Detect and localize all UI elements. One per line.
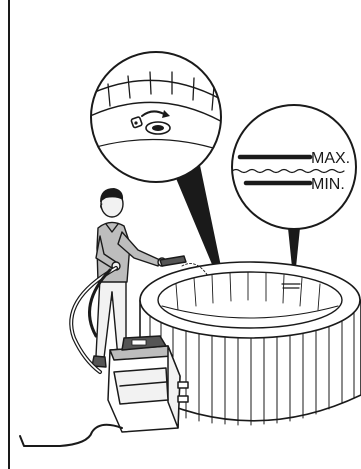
max-label: MAX. — [311, 150, 350, 167]
hose-nozzle — [160, 256, 186, 266]
valve-callout — [86, 52, 226, 182]
power-cord — [20, 425, 122, 446]
min-label: MIN. — [311, 176, 345, 193]
water-level-callout: MAX. MIN. — [232, 105, 356, 229]
